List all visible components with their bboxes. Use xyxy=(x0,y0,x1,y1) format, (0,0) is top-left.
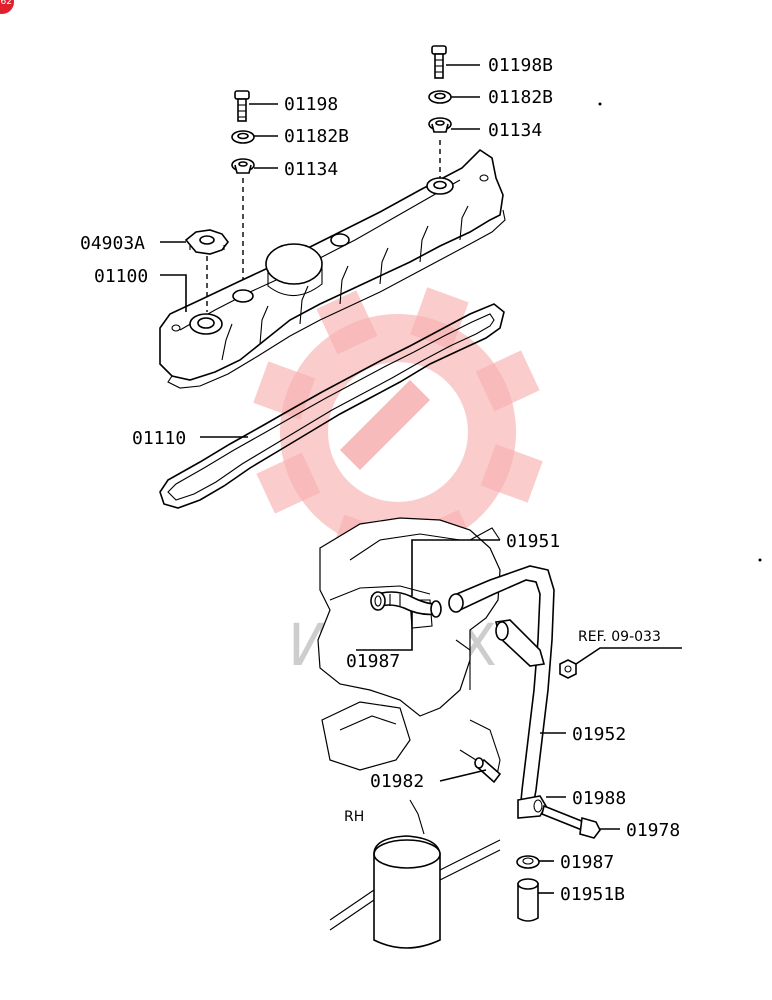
label-hose-small[interactable]: 01982 xyxy=(370,771,424,792)
clip-lower-icon[interactable] xyxy=(516,855,540,869)
label-hose-upper[interactable]: 01951 xyxy=(506,531,560,552)
ref-bolt-icon xyxy=(559,659,577,679)
bolt-left-icon[interactable] xyxy=(234,90,250,122)
label-grommet-left[interactable]: 01134 xyxy=(284,159,338,180)
label-clip-lower[interactable]: 01987 xyxy=(560,852,614,873)
washer-right-icon[interactable] xyxy=(428,90,452,104)
grommet-right-icon[interactable] xyxy=(428,117,452,133)
gear-tooth xyxy=(316,290,378,355)
label-washer-left[interactable]: 01182B xyxy=(284,126,349,147)
gear-tooth xyxy=(256,452,321,514)
clamp-bolt-icon[interactable] xyxy=(541,804,601,839)
label-clamp-bolt[interactable]: 01978 xyxy=(626,820,680,841)
clip-upper-icon[interactable] xyxy=(370,591,386,611)
label-rh-marker: RH xyxy=(344,809,364,825)
hose-upper-icon[interactable] xyxy=(371,591,442,618)
hose-small-icon[interactable] xyxy=(474,757,502,784)
label-hose-lower[interactable]: 01951B xyxy=(560,884,625,905)
rocker-cover-icon[interactable] xyxy=(159,148,506,389)
oil-cap-icon[interactable] xyxy=(184,229,229,255)
label-washer-right[interactable]: 01182B xyxy=(488,87,553,108)
grommet-left-icon[interactable] xyxy=(231,158,255,174)
label-bolt-right[interactable]: 01198B xyxy=(488,55,553,76)
margin-dot xyxy=(758,558,762,562)
label-oil-cap[interactable]: 04903A xyxy=(80,233,145,254)
label-clamp-band[interactable]: 01988 xyxy=(572,788,626,809)
label-grommet-right[interactable]: 01134 xyxy=(488,120,542,141)
gear-tooth xyxy=(410,287,469,350)
margin-dot xyxy=(598,102,602,106)
label-bolt-left[interactable]: 01198 xyxy=(284,94,338,115)
label-rocker-cover[interactable]: 01100 xyxy=(94,266,148,287)
gear-tooth xyxy=(475,350,540,412)
engine-block-outline xyxy=(317,517,501,781)
washer-left-icon[interactable] xyxy=(231,130,255,144)
label-ref-note[interactable]: REF. 09-033 xyxy=(578,629,661,645)
label-cover-gasket[interactable]: 01110 xyxy=(132,428,186,449)
hose-lower-icon[interactable] xyxy=(517,878,539,922)
gear-tooth xyxy=(480,444,543,503)
oil-filter-icon[interactable] xyxy=(329,799,501,949)
label-breather-pipe[interactable]: 01952 xyxy=(572,724,626,745)
label-clip-upper[interactable]: 01987 xyxy=(346,651,400,672)
bolt-right-icon[interactable] xyxy=(431,45,447,79)
cover-gasket-icon[interactable] xyxy=(159,303,505,509)
